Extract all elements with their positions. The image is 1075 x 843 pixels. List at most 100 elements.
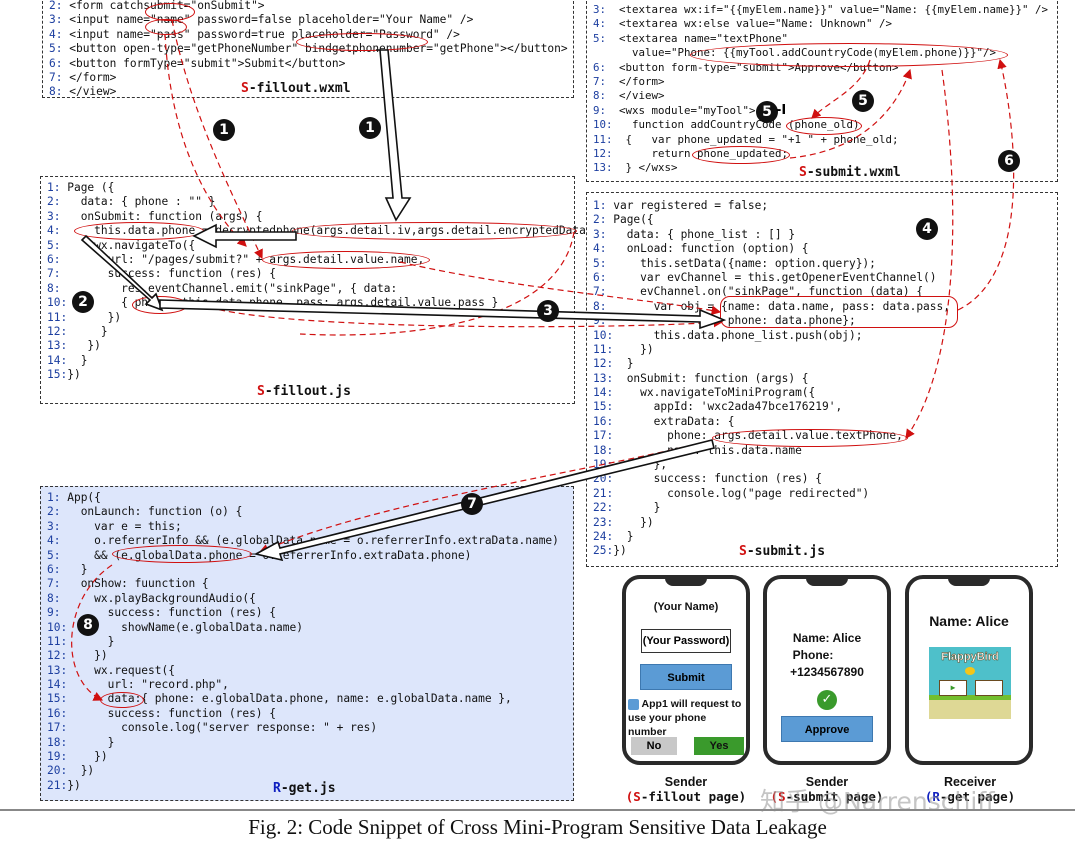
code-line: 14: wx.navigateToMiniProgram({ (593, 386, 816, 400)
code-line: 15: appId: 'wxc2ada47bce176219', (593, 400, 843, 414)
step-badge-3: 3 (537, 300, 559, 322)
code-line: 17: console.log("server response: " + re… (47, 721, 378, 735)
code-line: 8: </view> (593, 89, 665, 103)
caption-sender-submit: Sender (S-submit page) (770, 775, 884, 804)
arrow-3 (159, 299, 727, 330)
title-fillout-wxml: S-fillout.wxml (241, 81, 351, 96)
title-fillout-js: S-fillout.js (257, 384, 351, 399)
code-line: 3: <textarea wx:if="{{myElem.name}}" val… (593, 3, 1049, 16)
phone-sender-submit: Name: Alice Phone: +1234567890 ✓ Approve (763, 575, 891, 765)
code-line: 11: }) (47, 310, 122, 324)
name-field[interactable]: (Your Name) (653, 601, 719, 613)
code-line: 11: } (47, 634, 115, 648)
watermark: 知乎 @Narrenschiff (760, 787, 995, 816)
bird-icon (965, 667, 975, 675)
code-line: 4: onLoad: function (option) { (593, 242, 809, 256)
app-icon (628, 698, 639, 710)
code-line: 9: phone: data.phone}; (593, 314, 856, 328)
code-line: 18: } (47, 735, 115, 749)
code-line: 8: var obj = {name: data.name, pass: dat… (593, 299, 950, 313)
name-display: Name: Alice (792, 631, 862, 645)
flow-pass-to-args (164, 33, 247, 247)
flappybird-game-image: FlappyBird ▶ (929, 647, 1011, 719)
grass (929, 695, 1011, 700)
code-line: 8: wx.playBackgroundAudio({ (47, 591, 256, 605)
code-line: 3: onSubmit: function (args) { (47, 209, 263, 223)
code-line: 19: }) (47, 750, 108, 764)
step-badge-4: 4 (916, 218, 938, 240)
title-get-js: R-get.js (273, 781, 336, 796)
code-line: 16: success: function (res) { (47, 706, 277, 720)
code-line: 14: url: "record.php", (47, 678, 229, 692)
flow-wxml-to-textphone (905, 69, 954, 439)
code-line: 14: } (47, 353, 88, 367)
title-submit-wxml: S-submit.wxml (799, 165, 901, 180)
phone-permission-prompt: App1 will request to use your phone numb… (628, 697, 744, 739)
leaderboard-button[interactable] (975, 680, 1003, 696)
code-line: 16: extraData: { (593, 414, 735, 428)
code-line: 9: <wxs module="myTool"> (593, 103, 756, 117)
separator-line (0, 809, 1075, 811)
code-line: 7: onShow: fuunction { (47, 577, 209, 591)
flow-get-to-request (71, 564, 113, 701)
code-line: 12: }) (47, 649, 108, 663)
code-box-get-js: 1: App({2: onLaunch: function (o) {3: va… (40, 486, 574, 801)
check-icon: ✓ (817, 690, 837, 710)
step-badge-6: 6 (998, 150, 1020, 172)
code-line: 5: this.setData({name: option.query}); (593, 256, 876, 270)
code-line: 12: } (47, 324, 108, 338)
step-badge-1a: 1 (213, 119, 235, 141)
yes-button[interactable]: Yes (694, 737, 744, 755)
code-line: 11: }) (593, 342, 654, 356)
phone-label: Phone: (792, 648, 834, 662)
phone-sender-fillout: (Your Name) (Your Password) Submit App1 … (622, 575, 750, 765)
step-badge-5b: 5 (756, 101, 778, 123)
code-line: 21:}) (47, 778, 81, 792)
code-line: 13: }) (47, 339, 101, 353)
flow-obj-to-wxml (957, 58, 1015, 311)
code-line: 1: var registered = false; (593, 199, 769, 212)
code-line: 1: Page ({ (47, 181, 115, 194)
code-line: 2: onLaunch: function (o) { (47, 505, 243, 519)
code-line: 11: { var phone_updated = "+1 " + phone_… (593, 132, 899, 146)
code-line: 8: res.eventChannel.emit("sinkPage", { d… (47, 281, 398, 295)
code-line: 12: } (593, 357, 634, 371)
caption-sender-fillout: Sender (S-fillout page) (625, 775, 747, 804)
step-badge-7: 7 (461, 493, 483, 515)
code-line: 7: </form> (593, 74, 665, 88)
code-line: 10: showName(e.globalData.name) (47, 620, 303, 634)
highlight-pass-attr (145, 19, 187, 35)
arrow-7 (253, 439, 715, 562)
code-line: 6: <button formType="submit">Submit</but… (49, 56, 346, 70)
code-line: 13: } </wxs> (593, 161, 678, 175)
password-field[interactable]: (Your Password) (641, 629, 731, 653)
arrow-1-left (192, 223, 297, 249)
play-button[interactable]: ▶ (939, 680, 967, 696)
code-fillout-js: 1: Page ({2: data: { phone : "" }3: onSu… (47, 181, 593, 382)
ground (929, 699, 1011, 719)
step-badge-1b: 1 (359, 117, 381, 139)
code-line: 10: this.data.phone_list.push(obj); (593, 328, 863, 342)
code-submit-js: 1: var registered = false;2: Page({3: da… (593, 199, 950, 559)
code-line: 21: console.log("page redirected") (593, 486, 870, 500)
code-line: 13: onSubmit: function (args) { (593, 371, 809, 385)
code-box-submit-js: 1: var registered = false;2: Page({3: da… (586, 192, 1058, 567)
code-line: 13: wx.request({ (47, 663, 175, 677)
code-line: 23: }) (593, 515, 654, 529)
highlight-bindgetphonenumber (296, 33, 428, 51)
code-line: 1: App({ (47, 491, 101, 504)
figure-caption: Fig. 2: Code Snippet of Cross Mini-Progr… (248, 815, 827, 839)
code-line: 25:}) (593, 544, 627, 558)
no-button[interactable]: No (631, 737, 677, 755)
highlight-args-name (262, 251, 430, 269)
phone-notch (948, 579, 990, 586)
highlight-global-phone (112, 545, 252, 563)
title-submit-js: S-submit.js (739, 544, 826, 559)
arrow-1-down (376, 49, 412, 222)
step-badge-5: 5 (852, 90, 874, 112)
approve-button[interactable]: Approve (781, 716, 873, 742)
code-line: 2: data: { phone : "" } (47, 195, 216, 209)
code-line: 8: </view> (49, 85, 117, 99)
submit-button[interactable]: Submit (640, 664, 732, 690)
